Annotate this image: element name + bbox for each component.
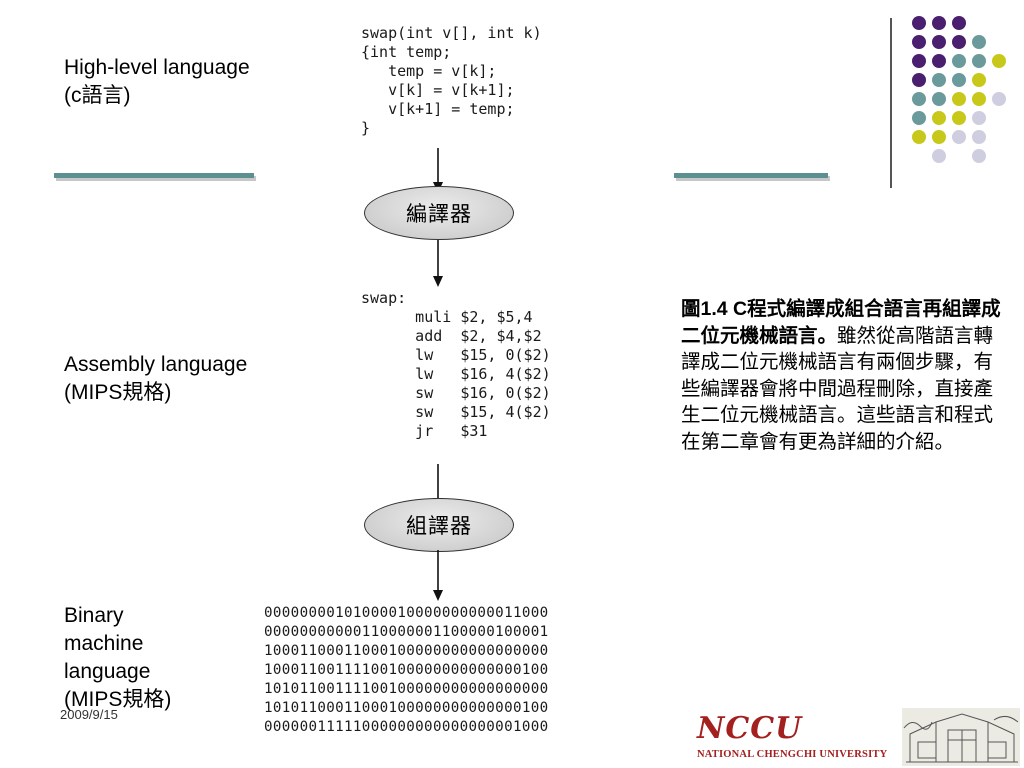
nccu-logo: NCCU NATIONAL CHENGCHI UNIVERSITY: [697, 712, 907, 768]
accent-bar-left: [54, 173, 254, 178]
assembler-label: 組譯器: [406, 515, 472, 538]
high-level-language-label: High-level language (c語言): [64, 56, 250, 107]
binary-machine-code: 00000000101000010000000000011000 0000000…: [264, 605, 549, 735]
binary-language-label: Binary machine language (MIPS規格): [64, 604, 172, 711]
arrow-down-icon: [433, 240, 443, 287]
arrow-down-icon: [433, 550, 443, 601]
caption-title: 圖1.4 C程式編譯成組合語言再組譯成二位元機械語言。: [681, 298, 1001, 347]
compiler-label: 編譯器: [406, 203, 472, 226]
footer-date: 2009/9/15: [60, 707, 118, 722]
assembly-language-label: Assembly language (MIPS規格): [64, 353, 248, 404]
decorative-divider: [890, 18, 892, 188]
compiler-node: 編譯器: [364, 186, 514, 240]
university-name: NATIONAL CHENGCHI UNIVERSITY: [697, 749, 888, 760]
university-building-icon: [902, 708, 1020, 766]
assembler-node: 組譯器: [364, 498, 514, 552]
assembly-code: swap: muli $2, $5,4 add $2, $4,$2 lw $15…: [361, 289, 551, 440]
decorative-dot-grid: [900, 14, 1024, 174]
caption-body: 雖然從高階語言轉譯成二位元機械語言有兩個步驟，有些編譯器會將中間過程刪除，直接產…: [681, 324, 994, 453]
nccu-logo-text: NCCU: [697, 711, 803, 746]
c-source-code: swap(int v[], int k) {int temp; temp = v…: [361, 24, 542, 137]
accent-bar-right: [674, 173, 828, 178]
figure-caption: 圖1.4 C程式編譯成組合語言再組譯成二位元機械語言。雖然從高階語言轉譯成二位元…: [681, 296, 1011, 455]
